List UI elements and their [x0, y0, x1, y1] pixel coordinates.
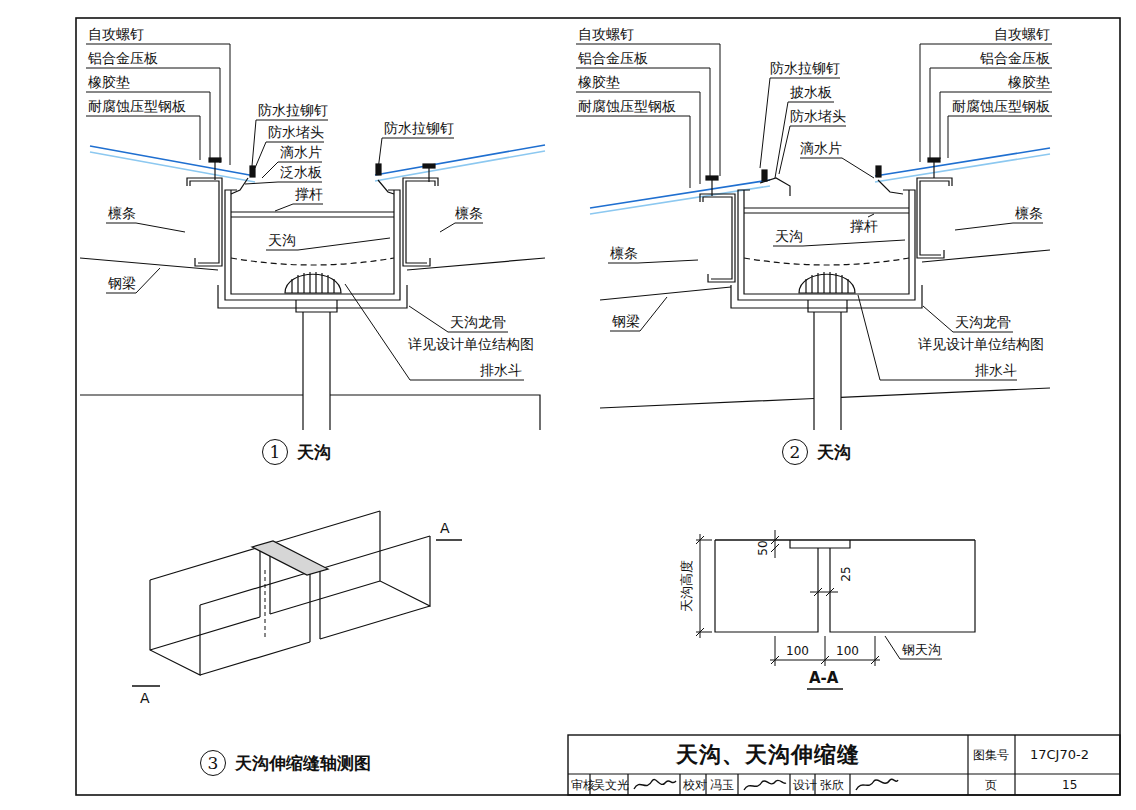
title-cell: 张欣 — [820, 777, 844, 794]
part-label: 檩条 — [1015, 205, 1043, 222]
detail-callout: 2 天沟 — [782, 439, 851, 465]
part-label: 滴水片 — [800, 140, 842, 157]
detail-caption: 天沟 — [817, 442, 851, 462]
part-label: 防水拉铆钉 — [770, 60, 840, 77]
dimension-text: 25 — [838, 566, 855, 581]
section-title: A-A — [809, 670, 838, 687]
part-label: 橡胶垫 — [1008, 74, 1050, 91]
part-label: 耐腐蚀压型钢板 — [88, 98, 186, 115]
part-label: 自攻螺钉 — [578, 26, 634, 43]
part-label: 防水堵头 — [790, 108, 846, 125]
title-cell: 页 — [985, 777, 997, 794]
title-cell: 图集号 — [973, 747, 1009, 764]
title-cell: 审核 — [571, 777, 595, 794]
dimension-text: 天沟高度 — [678, 560, 695, 612]
part-label: 钢天沟 — [902, 641, 941, 658]
part-label: 钢梁 — [612, 313, 640, 330]
part-label: 天沟 — [268, 232, 296, 249]
callout-number: 3 — [200, 750, 226, 776]
part-label: 钢梁 — [108, 275, 136, 292]
part-label: 天沟龙骨 — [955, 314, 1011, 331]
part-label: 橡胶垫 — [578, 74, 620, 91]
part-label: 防水拉铆钉 — [384, 120, 454, 137]
part-label: 铝合金压板 — [578, 50, 648, 67]
part-label: 自攻螺钉 — [88, 26, 144, 43]
note-text: 详见设计单位结构图 — [408, 336, 534, 353]
part-label: 橡胶垫 — [88, 74, 130, 91]
part-label: 撑杆 — [850, 218, 878, 235]
part-label: 撑杆 — [295, 186, 323, 203]
part-label: 铝合金压板 — [980, 50, 1050, 67]
part-label: 檩条 — [610, 245, 638, 262]
part-label: 天沟 — [775, 228, 803, 245]
part-label: 防水拉铆钉 — [258, 102, 328, 119]
title-cell: 校对 — [683, 777, 707, 794]
title-cell: 15 — [1062, 777, 1077, 794]
part-label: 天沟龙骨 — [450, 314, 506, 331]
part-label: 排水斗 — [480, 362, 522, 379]
callout-number: 2 — [782, 439, 808, 465]
section-mark: A — [140, 690, 150, 707]
part-label: 耐腐蚀压型钢板 — [952, 98, 1050, 115]
part-label: 铝合金压板 — [88, 50, 158, 67]
part-label: 自攻螺钉 — [994, 26, 1050, 43]
title-cell: 17CJ70-2 — [1030, 746, 1089, 763]
title-cell: 设计 — [793, 777, 817, 794]
section-mark: A — [440, 520, 450, 537]
detail-caption: 天沟 — [297, 442, 331, 462]
dimension-text: 50 — [755, 540, 772, 555]
dimension-text: 100 — [786, 643, 809, 660]
part-label: 滴水片 — [280, 144, 322, 161]
drawing-title: 天沟、天沟伸缩缝 — [568, 735, 968, 774]
detail-callout: 3 天沟伸缩缝轴测图 — [200, 750, 371, 776]
title-cell: 冯玉 — [710, 777, 734, 794]
note-text: 详见设计单位结构图 — [918, 336, 1044, 353]
part-label: 披水板 — [790, 84, 832, 101]
part-label: 排水斗 — [975, 362, 1017, 379]
part-label: 檩条 — [108, 205, 136, 222]
title-cell: 吴文光 — [593, 777, 629, 794]
part-label: 泛水板 — [280, 164, 322, 181]
part-label: 防水堵头 — [268, 124, 324, 141]
detail-callout: 1 天沟 — [262, 439, 331, 465]
dimension-text: 100 — [836, 643, 859, 660]
callout-number: 1 — [262, 439, 288, 465]
detail-caption: 天沟伸缩缝轴测图 — [235, 753, 371, 773]
part-label: 耐腐蚀压型钢板 — [578, 98, 676, 115]
part-label: 檩条 — [455, 205, 483, 222]
